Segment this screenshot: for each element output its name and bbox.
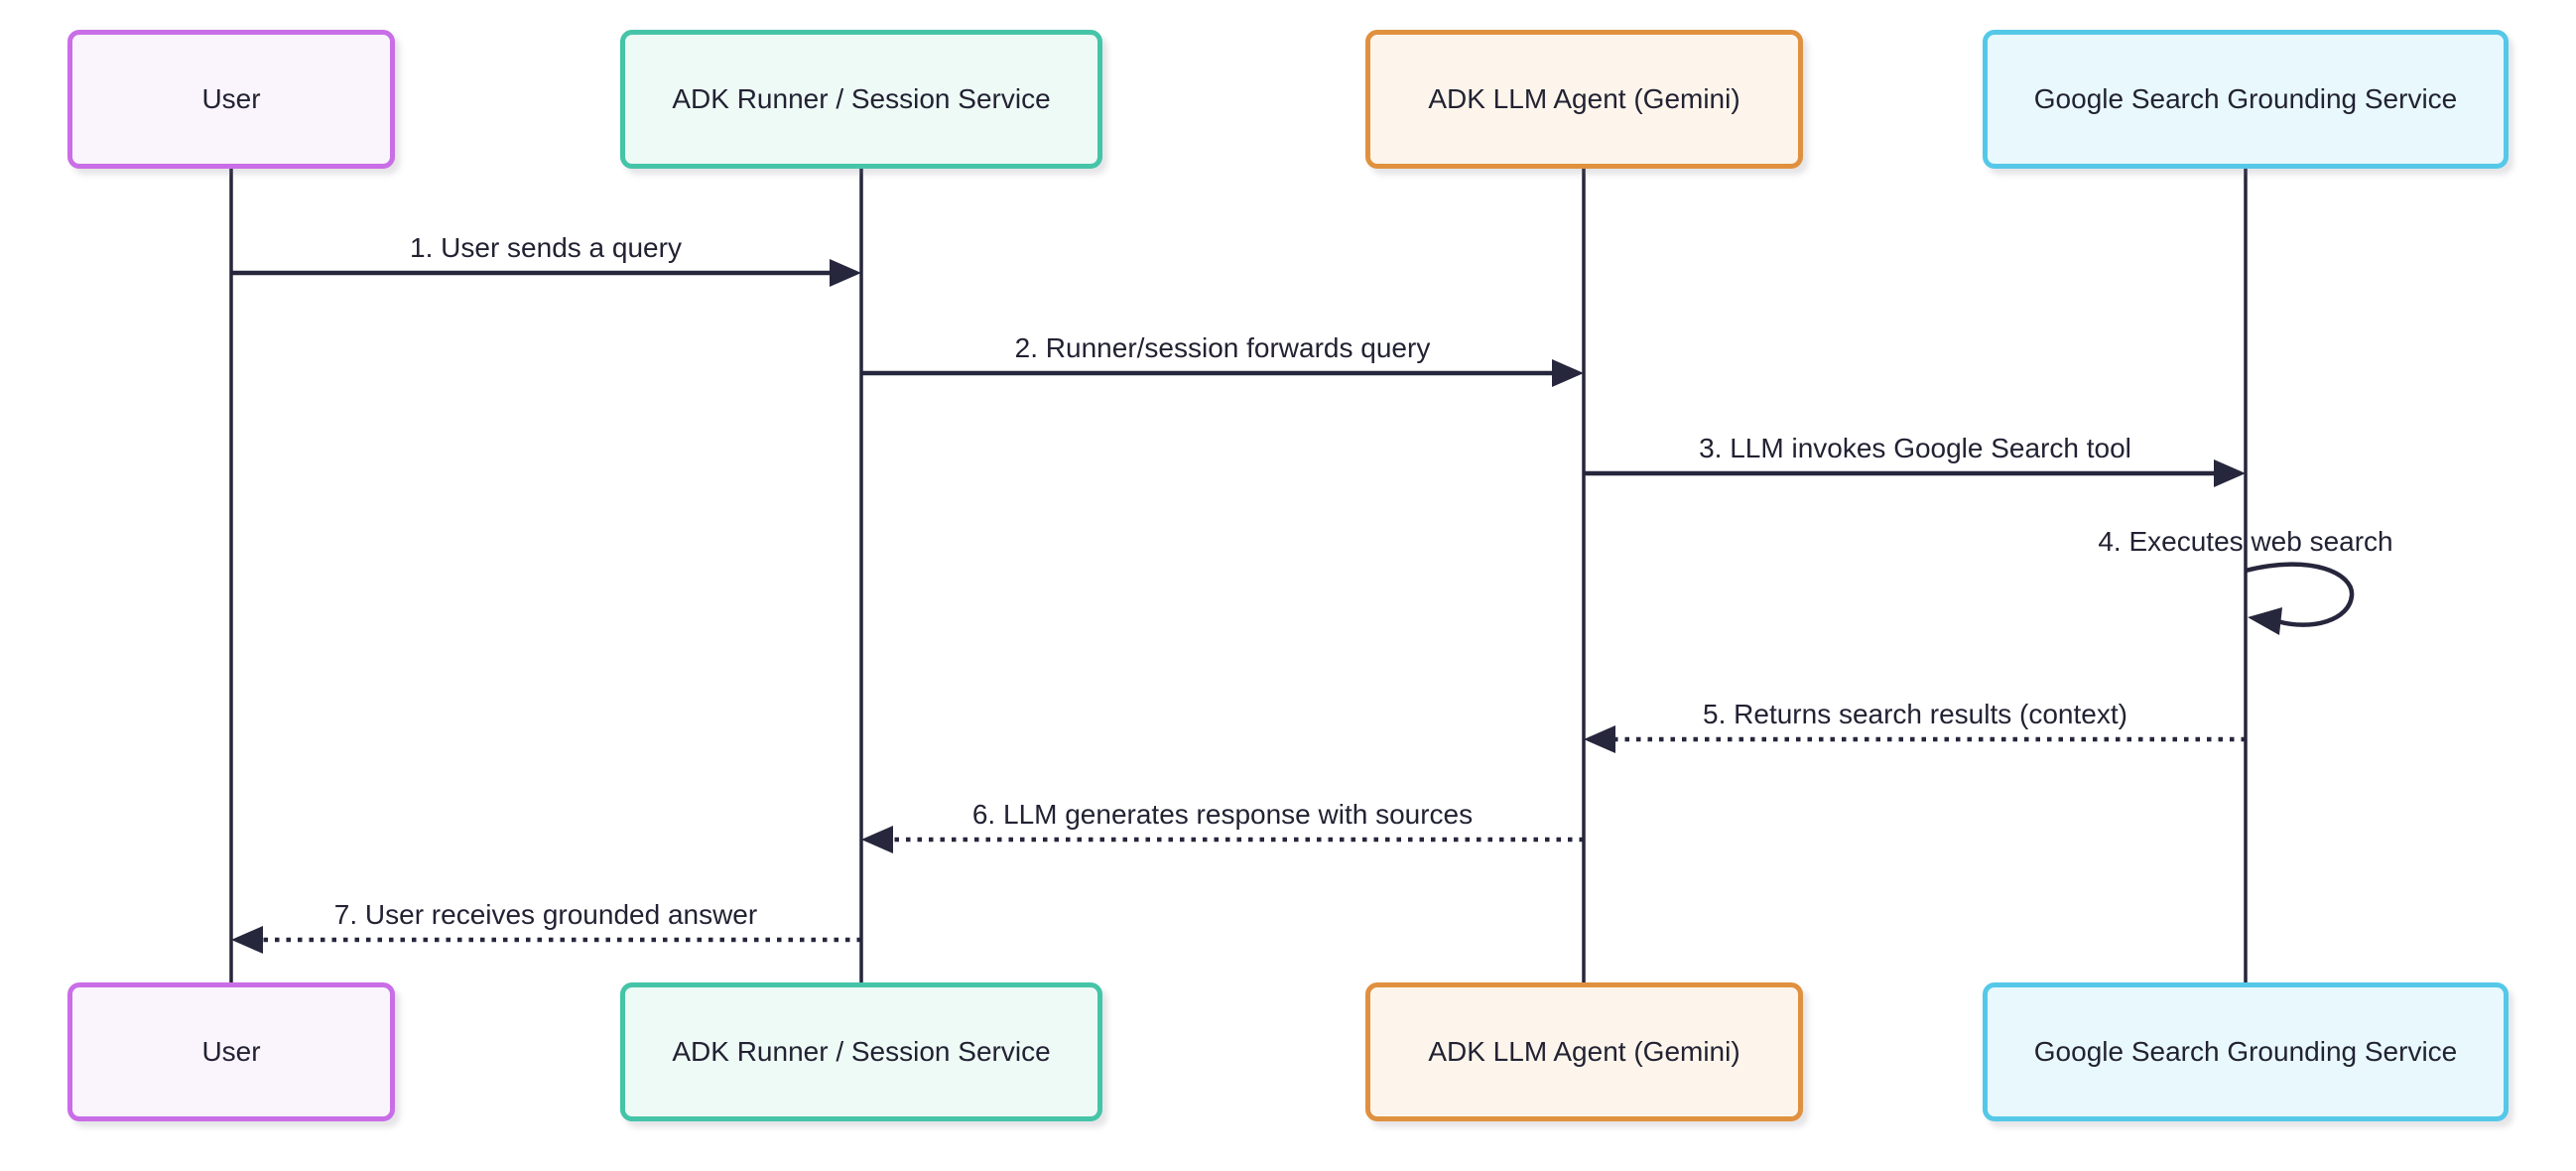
- actor-bottom-llm: ADK LLM Agent (Gemini): [1365, 982, 1803, 1121]
- message-4-label: 4. Executes web search: [2098, 526, 2393, 557]
- actor-top-user: User: [67, 30, 395, 169]
- message-6-arrowhead: [861, 826, 893, 853]
- actor-bottom-llm-label: ADK LLM Agent (Gemini): [1428, 1036, 1740, 1067]
- message-5-label: 5. Returns search results (context): [1703, 699, 2127, 729]
- actor-top-llm: ADK LLM Agent (Gemini): [1365, 30, 1803, 169]
- actor-bottom-runner-label: ADK Runner / Session Service: [672, 1036, 1051, 1067]
- actor-top-google: Google Search Grounding Service: [1983, 30, 2509, 169]
- message-3-arrowhead: [2214, 459, 2246, 487]
- message-5-arrowhead: [1584, 725, 1615, 753]
- message-4-arrowhead: [2248, 607, 2282, 635]
- actor-bottom-google-label: Google Search Grounding Service: [2033, 1036, 2458, 1067]
- actor-top-google-label: Google Search Grounding Service: [2033, 83, 2458, 114]
- message-1-label: 1. User sends a query: [410, 232, 682, 263]
- actor-top-user-label: User: [201, 83, 261, 114]
- message-1-arrowhead: [830, 259, 861, 287]
- message-7-label: 7. User receives grounded answer: [333, 899, 758, 930]
- message-3-label: 3. LLM invokes Google Search tool: [1699, 433, 2131, 463]
- actor-bottom-runner: ADK Runner / Session Service: [620, 982, 1102, 1121]
- message-4-self-loop: [2245, 562, 2355, 627]
- actor-bottom-user: User: [67, 982, 395, 1121]
- message-7-arrowhead: [231, 926, 263, 954]
- actor-top-runner: ADK Runner / Session Service: [620, 30, 1102, 169]
- message-2-label: 2. Runner/session forwards query: [1014, 332, 1431, 363]
- message-2-arrowhead: [1552, 359, 1584, 387]
- actor-top-runner-label: ADK Runner / Session Service: [672, 83, 1051, 114]
- actor-top-llm-label: ADK LLM Agent (Gemini): [1428, 83, 1740, 114]
- actor-bottom-user-label: User: [201, 1036, 261, 1067]
- message-6-label: 6. LLM generates response with sources: [971, 799, 1474, 830]
- actor-bottom-google: Google Search Grounding Service: [1983, 982, 2509, 1121]
